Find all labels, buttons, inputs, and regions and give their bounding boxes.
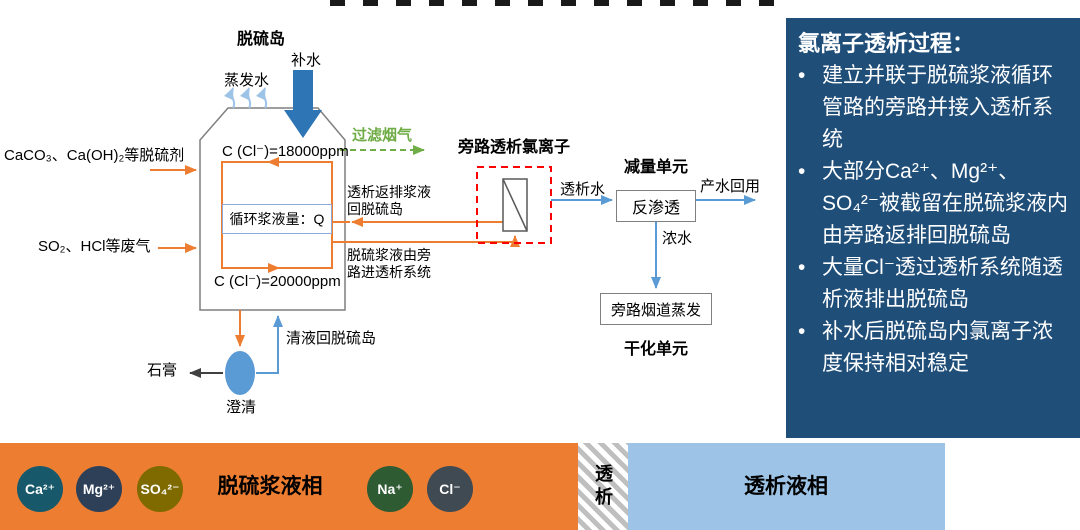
dialysis-dashed-box [476, 166, 552, 244]
info-panel: 氯离子透析过程： • 建立并联于脱硫浆液循环管路的旁路并接入透析系统 • 大部分… [786, 18, 1080, 438]
concentrated-water-label: 浓水 [662, 230, 693, 247]
bullet-marker: • [798, 64, 806, 87]
bypass-feed-label: 脱硫浆液由旁路进透析系统 [347, 247, 431, 280]
bullet-marker: • [798, 256, 806, 279]
evaporated-water-label: 蒸发水 [224, 72, 270, 89]
clear-liquid-label: 清液回脱硫岛 [286, 330, 377, 347]
reduction-unit-title: 减量单元 [623, 159, 688, 176]
chloride-bottom-label: C (Cl⁻)=20000ppm [214, 273, 341, 290]
flue-evaporation-box: 旁路烟道蒸发 [600, 293, 712, 325]
panel-bullet-4: • 补水后脱硫岛内氯离子浓度保持相对稳定 [798, 316, 1068, 380]
divider-label: 透析 [593, 463, 613, 510]
clarifier-ellipse [225, 351, 255, 395]
dialysis-water-label: 透析水 [560, 181, 606, 198]
ion-mg-circle: Mg²⁺ [76, 466, 122, 512]
bullet-marker: • [798, 160, 806, 183]
tank-title: 脱硫岛 [237, 31, 286, 48]
ion-na-circle: Na⁺ [367, 466, 413, 512]
panel-bullet-1: • 建立并联于脱硫浆液循环管路的旁路并接入透析系统 [798, 60, 1068, 156]
drying-unit-title: 干化单元 [623, 341, 688, 358]
panel-bullet-3: • 大量Cl⁻透过透析系统随透析液排出脱硫岛 [798, 252, 1068, 316]
feed-line [332, 235, 520, 247]
ion-cl-circle: Cl⁻ [427, 466, 473, 512]
reagent-input-label: CaCO₃、Ca(OH)₂等脱硫剂 [4, 147, 185, 164]
makeup-water-label: 补水 [291, 52, 322, 69]
product-water-label: 产水回用 [700, 178, 761, 195]
makeup-water-arrow [284, 70, 322, 138]
gypsum-label: 石膏 [147, 362, 178, 379]
dialysis-phase-label: 透析液相 [744, 475, 828, 498]
waste-gas-input-label: SO₂、HCl等废气 [38, 238, 151, 255]
bullet-marker: • [798, 320, 806, 343]
cropped-title-remnant [330, 0, 778, 6]
dialysis-phase-band [628, 443, 945, 530]
reverse-osmosis-box: 反渗透 [616, 190, 696, 222]
slurry-phase-label: 脱硫浆液相 [217, 475, 323, 498]
clarifier-label: 澄清 [226, 399, 257, 416]
slurry-volume-box: 循环浆液量：Q [222, 204, 332, 234]
panel-bullet-2: • 大部分Ca²⁺、Mg²⁺、SO₄²⁻被截留在脱硫浆液内由旁路返排回脱硫岛 [798, 156, 1068, 252]
dialysis-return-label: 透析返排浆液回脱硫岛 [347, 184, 431, 217]
bypass-dialysis-title: 旁路透析氯离子 [457, 139, 570, 156]
ion-so4-circle: SO₄²⁻ [137, 466, 183, 512]
ion-ca-circle: Ca²⁺ [17, 466, 63, 512]
chloride-top-label: C (Cl⁻)=18000ppm [222, 143, 349, 160]
clear-liquid-line [256, 315, 283, 374]
info-panel-title: 氯离子透析过程： [798, 31, 975, 56]
filtered-flue-gas-label: 过滤烟气 [352, 127, 413, 144]
dialysis-membrane-divider: 透析 [578, 443, 628, 530]
